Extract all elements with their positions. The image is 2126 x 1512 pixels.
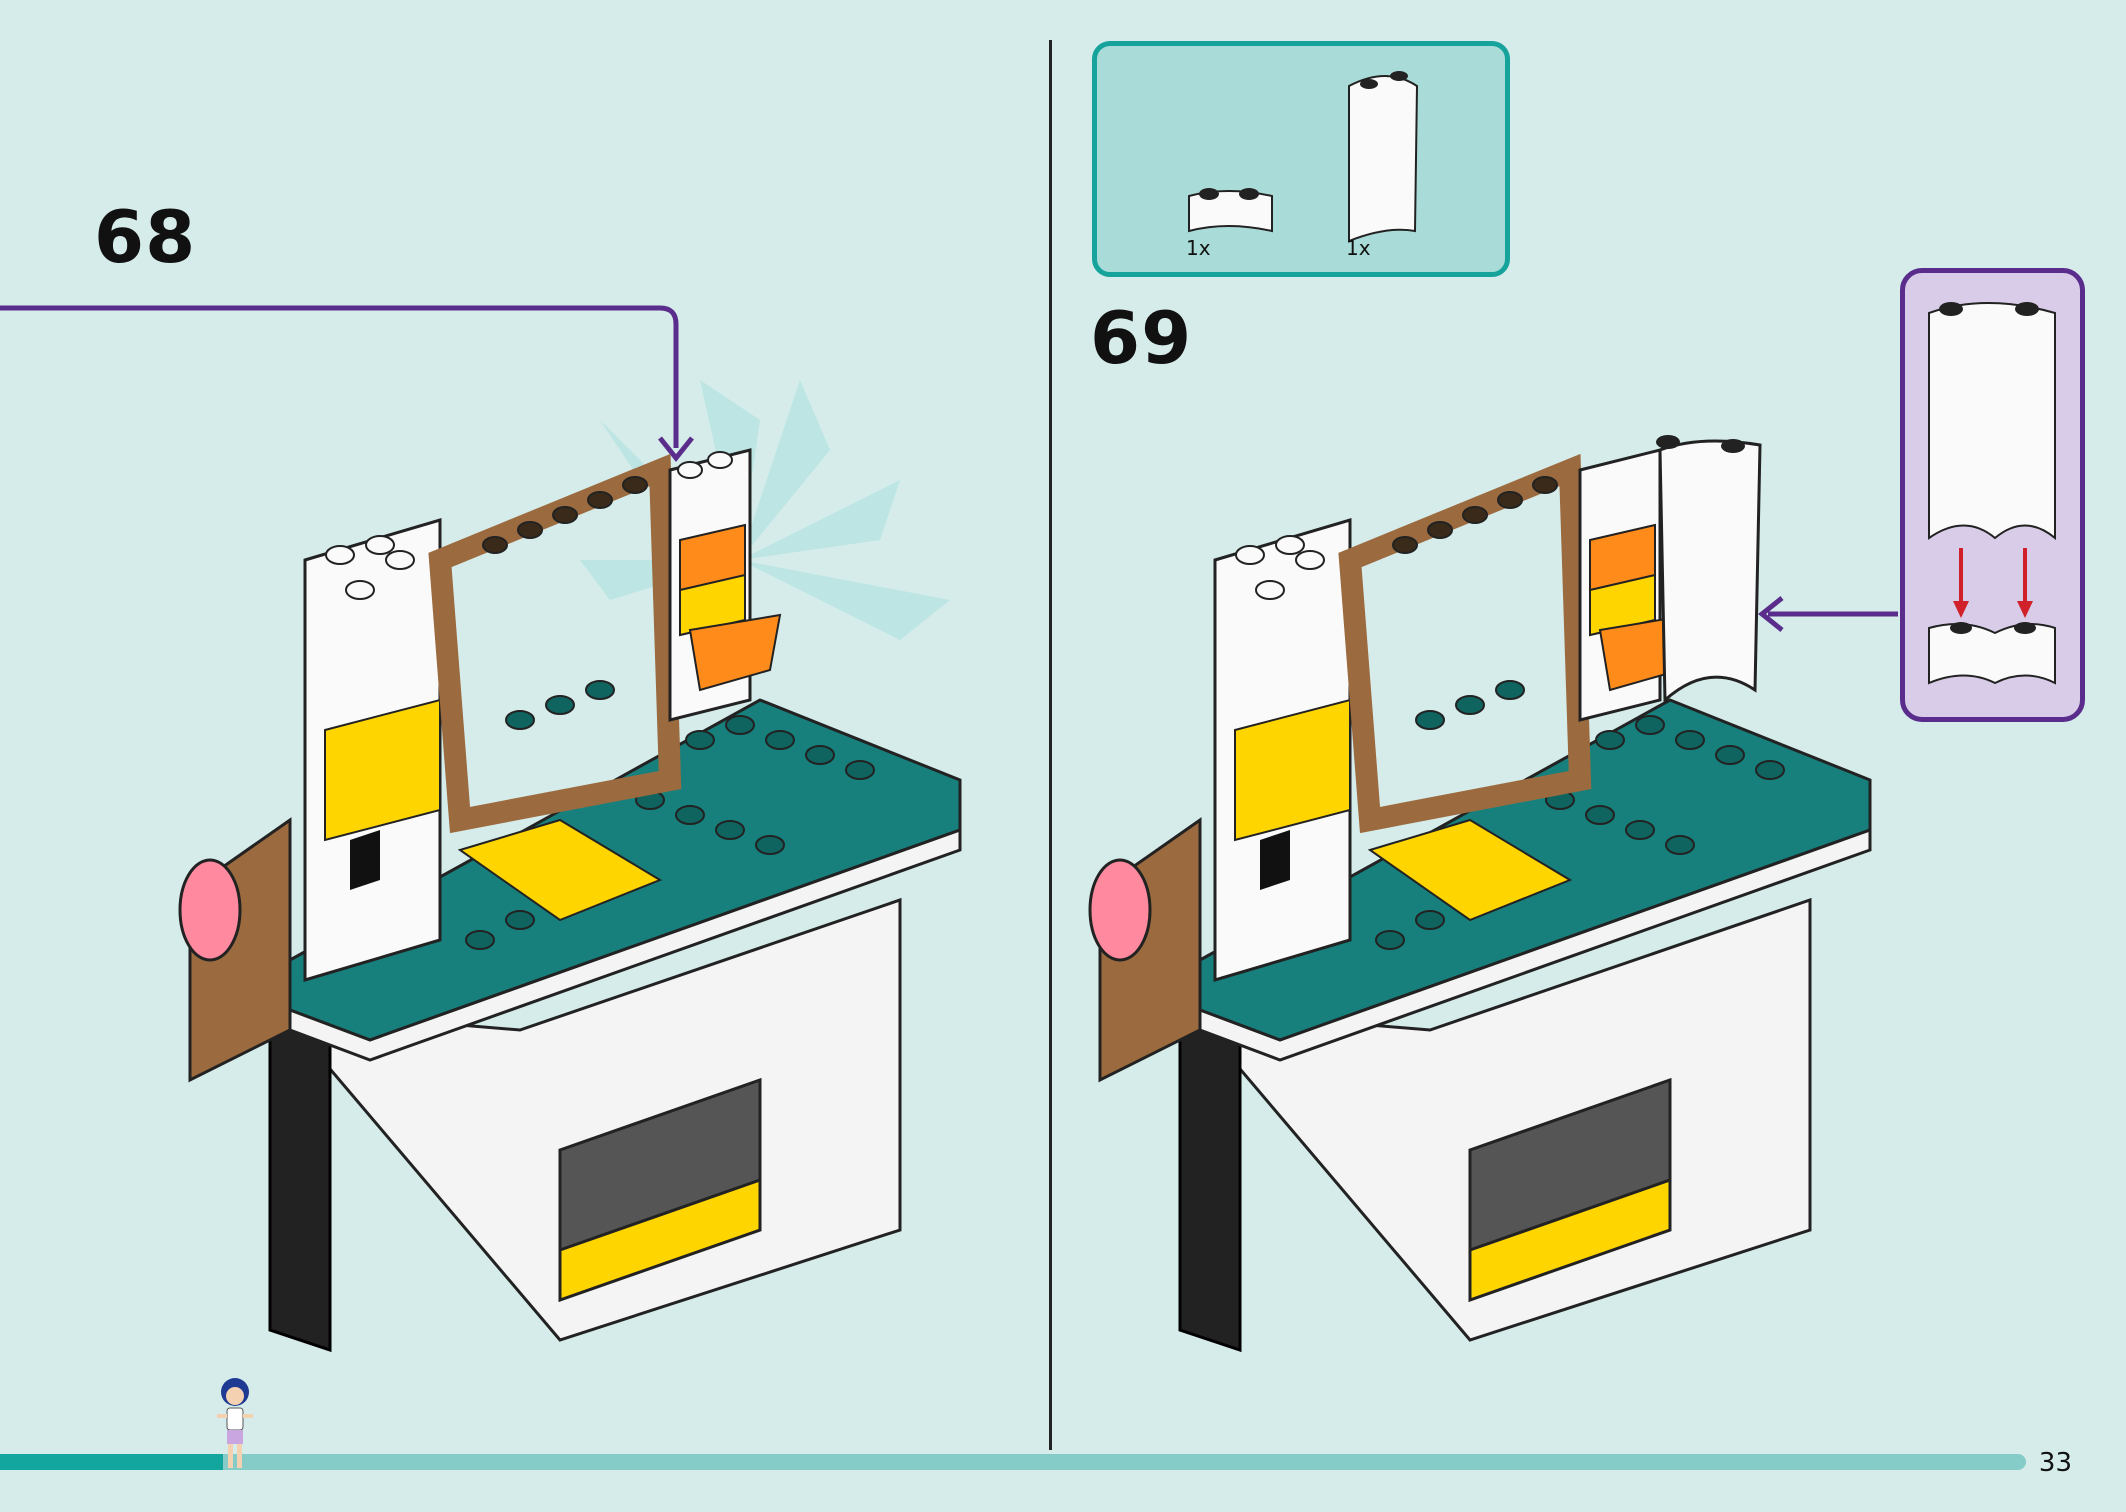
progress-fill	[0, 1454, 223, 1470]
curved-plate-detail	[1928, 623, 2056, 685]
part-qty-curved-plate: 1x	[1186, 236, 1211, 260]
parts-needed-box: 1x 1x	[1092, 41, 1510, 277]
curved-panel-part	[1348, 71, 1419, 243]
step-number-69: 69	[1090, 296, 1193, 380]
curved-panel-detail	[1928, 302, 2056, 541]
step-number-68: 68	[94, 195, 197, 279]
sub-assembly-callout	[1900, 268, 2085, 722]
step-divider	[1049, 40, 1052, 1450]
part-qty-curved-panel: 1x	[1346, 236, 1371, 260]
step-68-model-illustration	[0, 305, 962, 1353]
parts-illustration	[1188, 71, 1419, 243]
page-number: 33	[2038, 1448, 2072, 1478]
callout-illustration	[1928, 302, 2056, 685]
placement-arrow-line	[0, 305, 679, 448]
added-curved-panel	[1658, 439, 1762, 704]
curved-plate-part	[1188, 188, 1273, 233]
callout-arrow-head	[1757, 596, 1784, 632]
character-figure-icon	[217, 1378, 253, 1468]
placement-arrow-head	[658, 436, 694, 463]
progress-track	[0, 1454, 2026, 1470]
